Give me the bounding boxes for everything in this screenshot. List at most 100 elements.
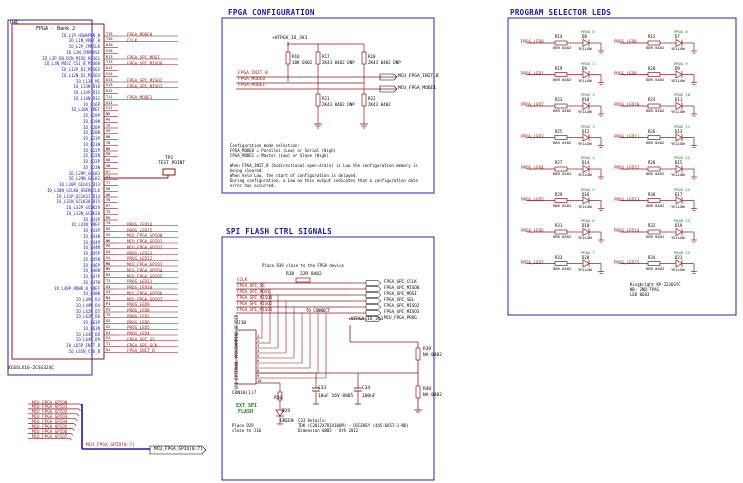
spi-r39-body	[415, 347, 421, 361]
fpga-pin-name: IO_L16N_VREF	[71, 107, 100, 113]
led-resistor-ref: R14	[555, 34, 563, 39]
spi-port-label: FPGA_SPI_CCLK	[384, 279, 417, 284]
spi-r39-value: NA 0402	[423, 353, 442, 358]
fpga-config-frame	[221, 17, 435, 194]
led-color-label: YELLOW	[671, 46, 685, 51]
led-function-label: PROG 12	[674, 155, 691, 160]
fpga-pin-number: V7	[106, 175, 111, 180]
config-note-line: being cleared.	[230, 168, 264, 173]
led-resistor-ref: R24	[648, 97, 656, 102]
fpga-pin-name: IO_L3N_MOSI_CSI_B_MISO0	[44, 61, 100, 67]
led-color-label: YELLOW	[578, 172, 592, 177]
config-supply: +VFPGA_IO_3V3	[272, 36, 308, 41]
fpga-pin-name: IO_L45N	[83, 256, 100, 262]
fpga-pin-number: U11	[106, 100, 113, 105]
fpga-pin-name: IO_L14N_D12	[73, 95, 101, 101]
led-function-label: PROG 10	[674, 92, 691, 97]
fpga-pin-number: R11	[106, 89, 113, 93]
spi-net-label: CCLK	[237, 277, 248, 282]
led-resistor-ref: R32	[648, 223, 656, 228]
fpga-pin-name: IO_L48N	[83, 291, 100, 297]
fpga-pin-number: R8	[106, 135, 111, 139]
spi-place-d29-2: close to J10	[232, 428, 261, 433]
fpga-pin-name: IO_L43N	[83, 233, 100, 239]
led-resistor-ref: R15	[648, 34, 656, 39]
gpio-net-label: MCU_FPGA_GPIO1	[32, 404, 68, 410]
spi-r38-value: 22R 0402	[300, 272, 322, 277]
fpga-pin-name: IO_L64P_D8	[75, 331, 100, 337]
spi-pin-number: 7	[257, 363, 260, 368]
fpga-pin-number: U3	[106, 284, 111, 289]
led-resistor-value: 68R 0402	[553, 139, 572, 145]
spi-net-label: FPGA_SPI_MISO3	[237, 307, 273, 312]
spi-r40-body	[415, 385, 421, 399]
fpga-pin-name: IO_L32P_GCLK29	[66, 205, 100, 210]
gpio-net-label: MCU_FPGA_GPIO4	[32, 419, 68, 425]
config-resistor-ref: R16	[292, 54, 300, 59]
spi-port-shape	[365, 292, 382, 298]
spi-pin-number: 4	[257, 348, 260, 353]
gpio-net-label: MCU_FPGA_GPIO3	[32, 414, 68, 420]
spi-conn-part: CON10(1)7	[232, 391, 257, 396]
fpga-pin-number: U8	[106, 158, 111, 162]
led-diode-ref: D17	[675, 191, 683, 197]
fpga-part: XC6SLX16-2CSG324C	[8, 366, 55, 371]
spi-net-label: FPGA_SPI_MOSI	[237, 289, 270, 294]
spi-c33-value: 10uF 16V 0805	[318, 394, 354, 399]
config-port-shape	[379, 85, 398, 93]
fpga-pin-name: IO_L62P_D5	[75, 308, 100, 314]
led-function-label: PROG 7	[581, 249, 595, 255]
fpga-net-label: PROG_LED11	[127, 279, 153, 285]
fpga-net-label: FPGA_SPI_MISO3	[127, 83, 163, 89]
led-net-label: PROG_LED14	[614, 228, 640, 233]
led-function-label: PROG 11	[674, 123, 691, 129]
gpio-bus-entry	[76, 413, 80, 417]
spi-ext-label-2: FLASH	[238, 409, 254, 415]
fpga-pin-number: V8	[106, 163, 111, 168]
fpga-net-label: PROG_LED9	[127, 302, 150, 308]
spi-place-d29-1: Place D29	[232, 423, 254, 428]
config-resistor-value: 2K43 0402 DNP	[368, 60, 401, 65]
led-net-label: PROG_LED9	[614, 70, 637, 76]
fpga-net-label: PROG_LED8	[127, 308, 150, 313]
fpga-net-label: FPGA_SPI_SS	[127, 336, 155, 342]
fpga-pin-number: U16	[106, 43, 113, 47]
fpga-net-label: MCU_FPGA_GPIO7	[127, 296, 163, 302]
fpga-bank-name: FPGA - Bank 2	[36, 26, 76, 32]
fpga-pin-name: IO_L13N_D10	[73, 84, 101, 90]
spi-details-3: Dimension 0805 - 8th 2012	[298, 428, 359, 433]
spi-d29-color: GREEN	[280, 419, 294, 424]
config-note-line: When FPGA_INIT_B (bidirectional open-dra…	[230, 163, 418, 168]
fpga-pin-number: V15	[106, 71, 113, 76]
fpga-pin-name: IO_L2N_CMPMOSI	[66, 49, 100, 55]
led-color-label: YELLOW	[578, 266, 592, 272]
led-diode-ref: D12	[582, 128, 590, 134]
led-diode-symbol	[675, 38, 683, 48]
config-resistor-ref: R22	[368, 96, 376, 101]
fpga-pin-name: IO_L44N	[83, 245, 100, 251]
spi-r40-value: NA 0402	[423, 393, 442, 398]
led-diode-symbol	[675, 70, 683, 79]
spi-pin-number: 8	[257, 368, 260, 373]
spi-r40-ref: R40	[423, 387, 432, 392]
spi-r39-ref: R39	[423, 347, 432, 352]
fpga-pin-name: IO_L23P	[83, 159, 100, 164]
led-resistor-value: 68R 0402	[646, 234, 665, 239]
spi-port-label: FPGA_SPI_SEL	[384, 297, 415, 302]
led-color-label: YELLOW	[671, 235, 685, 240]
fpga-pin-number: V2	[106, 324, 111, 329]
led-diode-ref: D21	[675, 254, 683, 260]
led-diode-symbol	[675, 259, 683, 268]
led-net-label: PROG_LED15	[614, 259, 640, 265]
led-function-label: PROG 0	[581, 29, 595, 34]
led-function-label: PROG 14	[674, 218, 691, 223]
gpio-port-label: MCU_FPGA_GPIO[0:7]	[154, 447, 203, 452]
config-net-mode0: FPGA_MODE0	[238, 77, 266, 82]
gpio-net-label: MCU_FPGA_GPIO6	[32, 428, 68, 434]
fpga-net-label: MCU_FPGA_GPIO0	[127, 233, 163, 239]
fpga-pin-number: V9	[106, 129, 111, 134]
spi-pin-number: 6	[257, 358, 260, 363]
fpga-pin-name: IO_L41P	[83, 216, 100, 222]
led-diode-ref: D7	[675, 34, 680, 39]
led-resistor-value: 68R 0402	[646, 108, 665, 113]
